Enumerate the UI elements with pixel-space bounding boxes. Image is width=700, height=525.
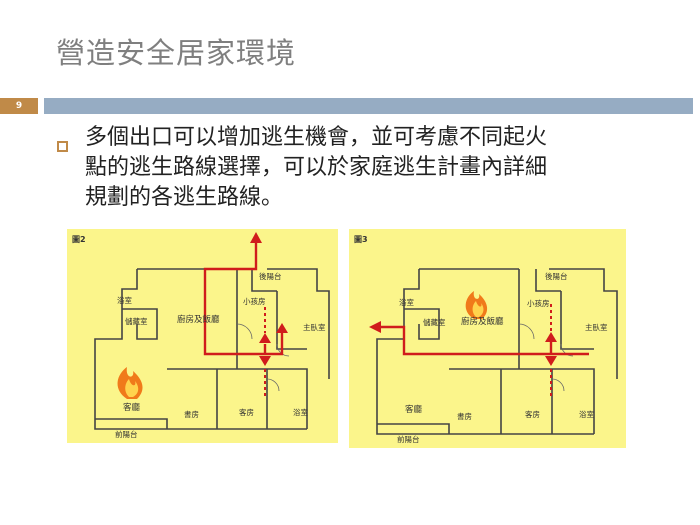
floor-plan-walls	[94, 232, 330, 430]
room-bathroom-top: 浴室	[399, 298, 414, 307]
room-kitchen-dining: 廚房及飯廳	[461, 317, 504, 327]
room-storage: 儲藏室	[423, 318, 446, 327]
room-kitchen-dining: 廚房及飯廳	[177, 315, 220, 325]
header-band	[44, 98, 693, 114]
floor-plan-figure-3: 圖3 後陽台 浴室 儲藏室 廚房及飯廳 小孩房 主臥室 客廳 書房 客房 浴室 …	[349, 229, 626, 448]
slide-title: 營造安全居家環境	[56, 36, 297, 70]
room-small-bedroom: 小孩房	[527, 299, 550, 308]
room-front-balcony: 前陽台	[115, 430, 138, 439]
room-front-balcony: 前陽台	[397, 435, 420, 444]
bullet-icon	[57, 141, 68, 152]
room-storage: 儲藏室	[125, 317, 148, 326]
room-bathroom-bottom: 浴室	[293, 408, 308, 417]
bullet-line: 多個出口可以增加逃生機會，並可考慮不同起火	[85, 125, 548, 150]
room-small-bedroom: 小孩房	[243, 297, 266, 306]
room-master-bedroom: 主臥室	[303, 323, 326, 332]
room-living: 客廳	[123, 403, 141, 413]
room-back-balcony: 後陽台	[545, 272, 568, 281]
figure-label: 圖3	[354, 235, 368, 244]
bullet-line: 點的逃生路線選擇，可以於家庭逃生計畫內詳細	[85, 155, 548, 180]
room-guest: 客房	[525, 410, 540, 419]
bullet-text: 多個出口可以增加逃生機會，並可考慮不同起火 點的逃生路線選擇，可以於家庭逃生計畫…	[85, 123, 675, 213]
room-back-balcony: 後陽台	[259, 272, 282, 281]
room-study: 書房	[457, 412, 472, 421]
floor-plan-walls	[369, 268, 618, 435]
room-bathroom-bottom: 浴室	[579, 410, 594, 419]
fire-icon	[117, 367, 143, 399]
room-guest: 客房	[239, 408, 254, 417]
floor-plan-figure-2: 圖2 後陽台 浴室 儲藏室 廚房及飯廳 小孩房 主臥室 客廳 書房 客房 浴室 …	[67, 229, 338, 443]
fire-icon	[465, 291, 488, 319]
figure-label: 圖2	[72, 235, 86, 244]
page-number: 9	[15, 101, 23, 111]
room-living: 客廳	[405, 405, 423, 415]
room-master-bedroom: 主臥室	[585, 323, 608, 332]
bullet-line: 規劃的各逃生路線。	[85, 185, 284, 210]
room-study: 書房	[184, 410, 199, 419]
room-bathroom-top: 浴室	[117, 296, 132, 305]
page-number-box	[0, 98, 38, 114]
